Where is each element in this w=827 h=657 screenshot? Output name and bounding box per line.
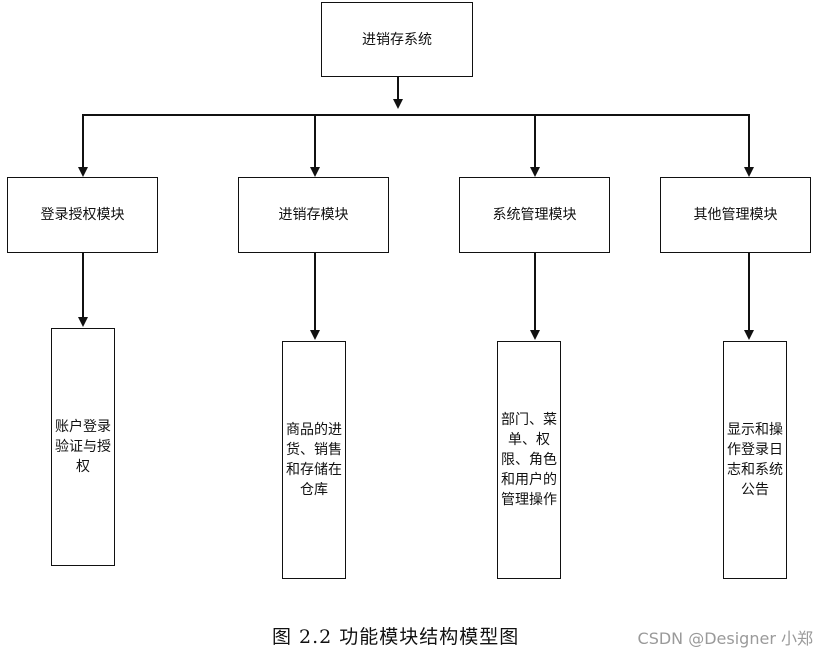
root-node: 进销存系统 [321, 2, 473, 77]
detail-connector [534, 253, 536, 331]
detail-arrowhead [310, 330, 320, 340]
drop-arrowhead [530, 167, 540, 177]
detail-connector [748, 253, 750, 331]
detail-node: 部门、菜单、权限、角色和用户的管理操作 [497, 341, 561, 579]
drop-arrowhead [78, 167, 88, 177]
detail-connector [314, 253, 316, 331]
module-node: 其他管理模块 [660, 177, 811, 253]
detail-arrowhead [78, 317, 88, 327]
detail-arrowhead [530, 330, 540, 340]
watermark: CSDN @Designer 小郑 [637, 629, 813, 648]
detail-node: 账户登录验证与授权 [51, 328, 115, 566]
module-node: 系统管理模块 [459, 177, 610, 253]
drop-line [314, 114, 316, 168]
root-arrowhead [393, 99, 403, 109]
drop-line [82, 114, 84, 168]
module-node: 登录授权模块 [7, 177, 158, 253]
horizontal-bus [82, 114, 749, 116]
drop-arrowhead [744, 167, 754, 177]
detail-connector [82, 253, 84, 318]
drop-line [748, 114, 750, 168]
drop-arrowhead [310, 167, 320, 177]
module-node: 进销存模块 [238, 177, 389, 253]
root-connector [397, 77, 399, 99]
detail-node: 显示和操作登录日志和系统公告 [723, 341, 787, 579]
drop-line [534, 114, 536, 168]
detail-node: 商品的进货、销售和存储在仓库 [282, 341, 346, 579]
detail-arrowhead [744, 330, 754, 340]
figure-caption: 图 2.2 功能模块结构模型图 [272, 626, 520, 648]
